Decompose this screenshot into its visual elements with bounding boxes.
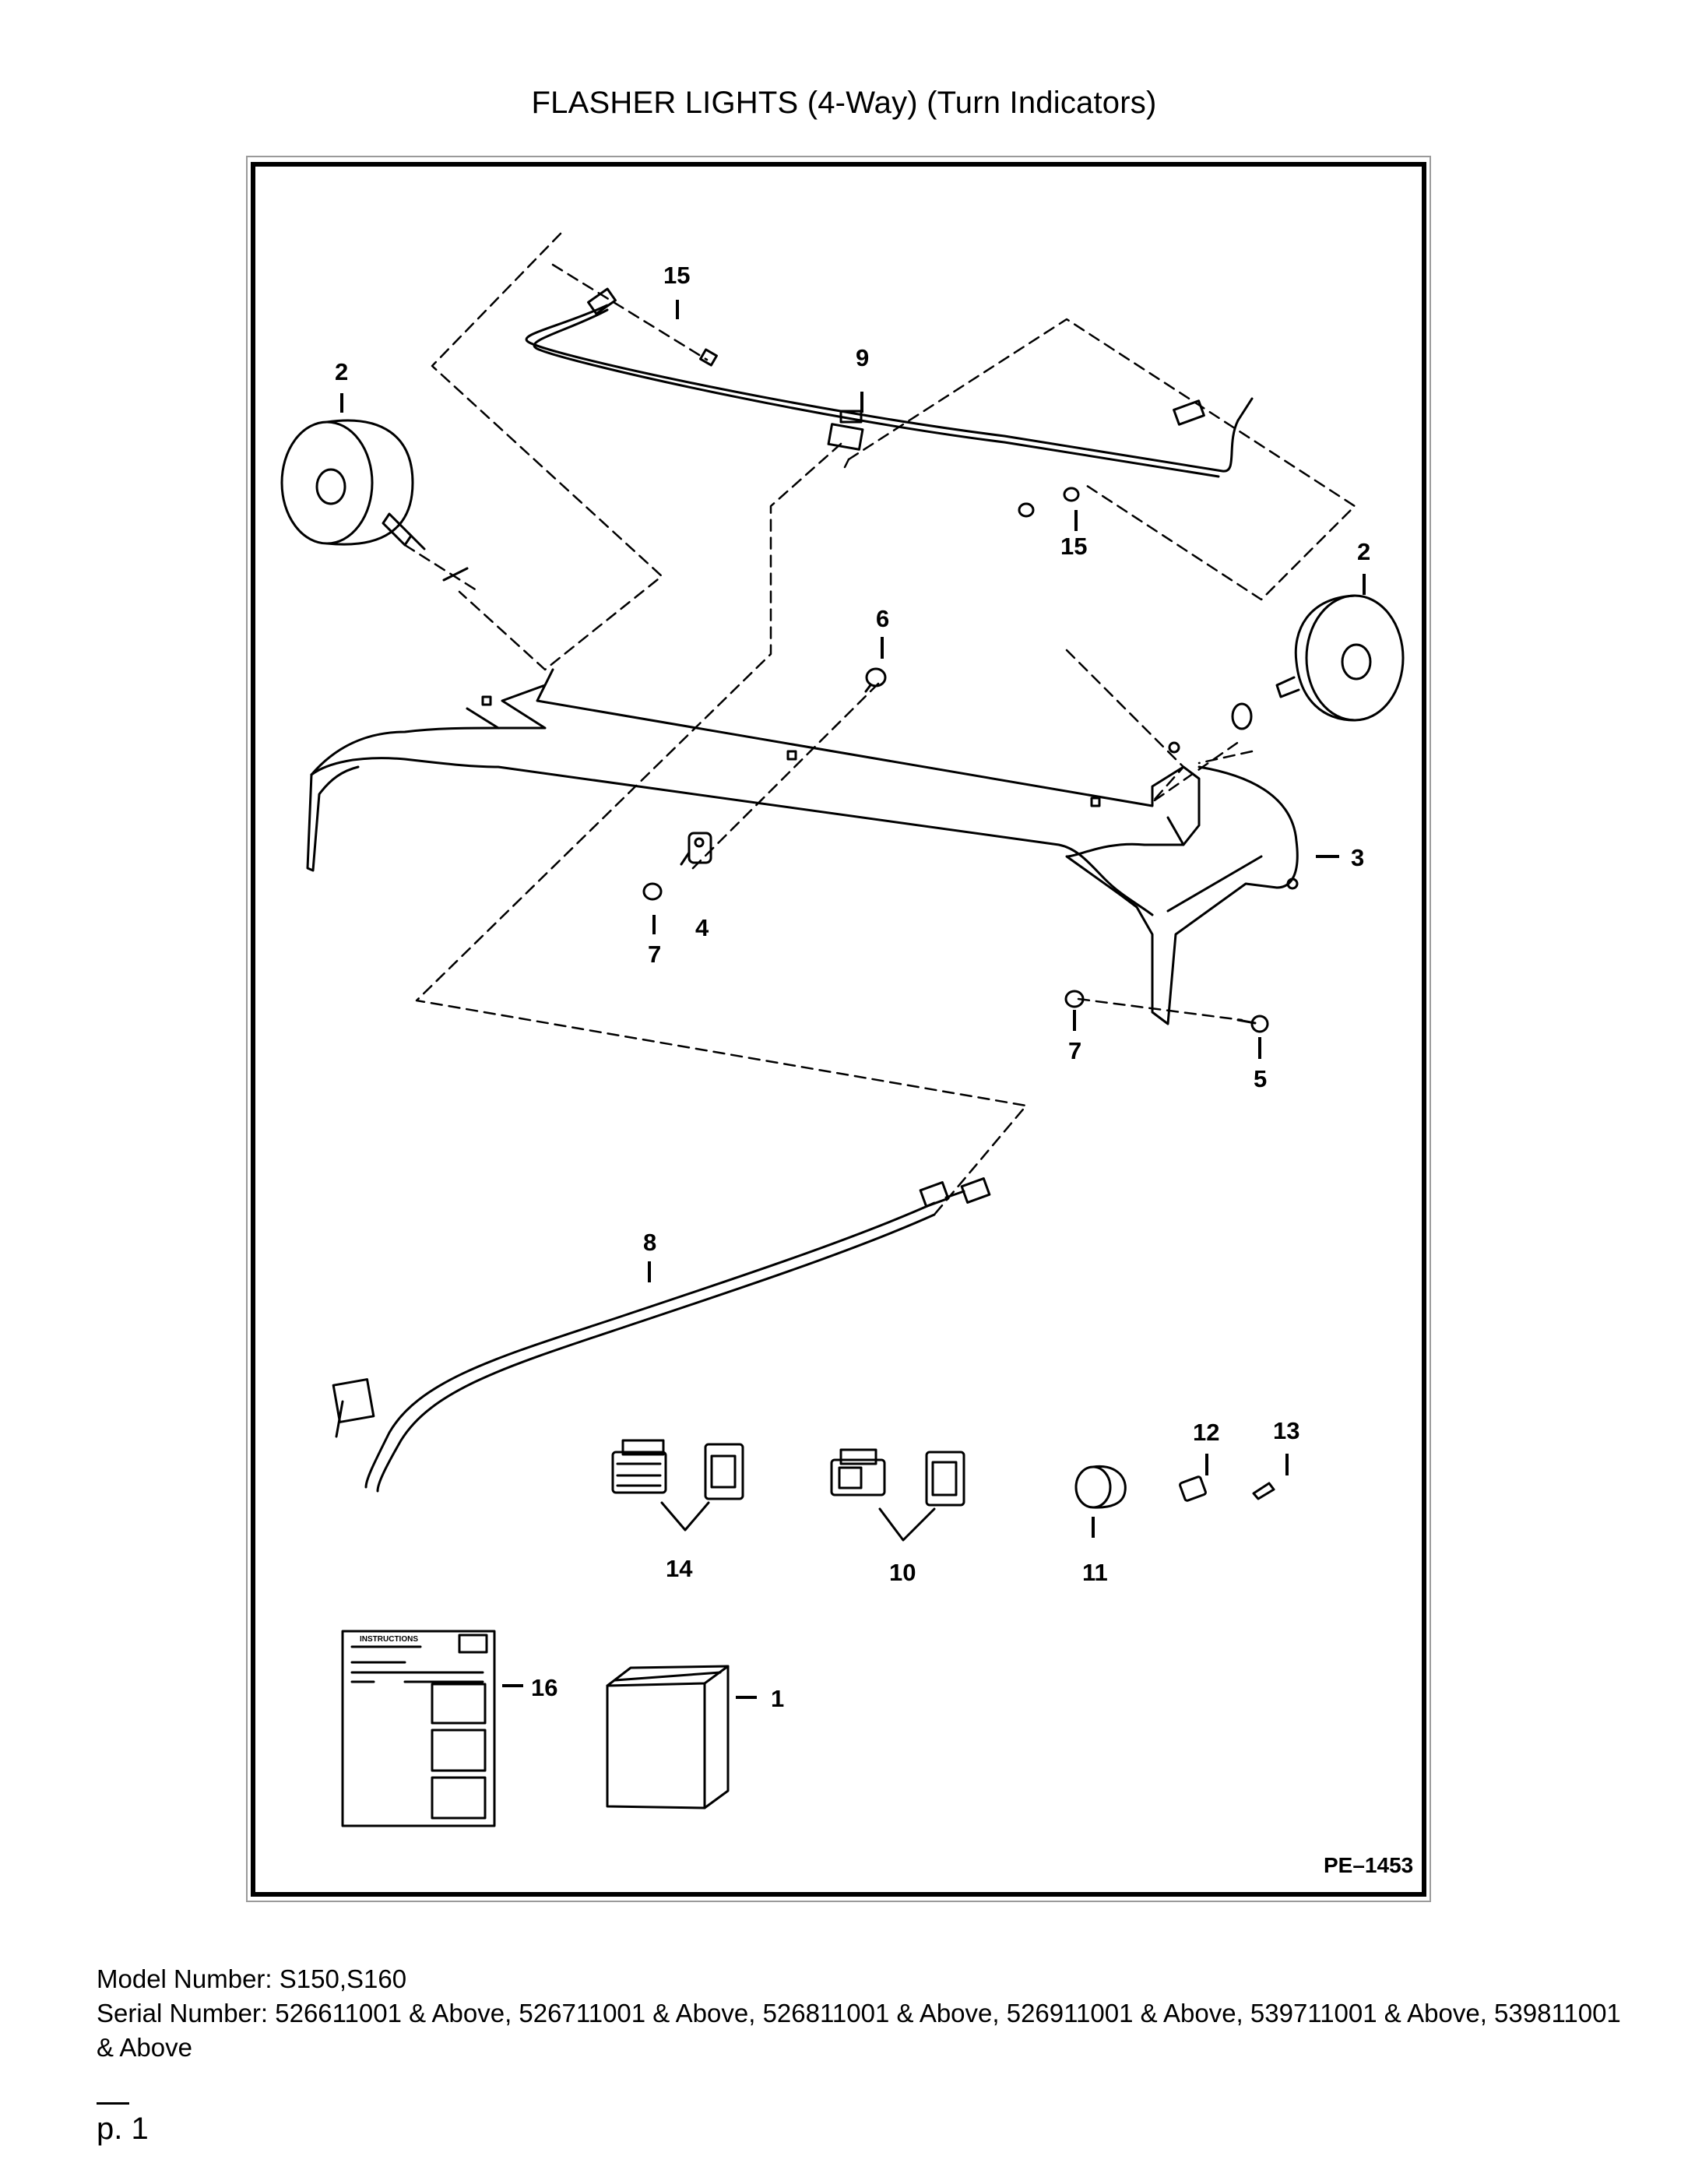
diagram-code: PE–1453	[1324, 1853, 1413, 1877]
hardware-clip-4	[680, 832, 712, 866]
terminal-13	[1252, 1482, 1275, 1500]
callout-2-left: 2	[335, 358, 348, 385]
flasher-light-left	[280, 419, 469, 582]
rocker-switch-10	[830, 1448, 965, 1542]
diagram-frame	[251, 162, 1426, 1897]
serial-number: Serial Number: 526611001 & Above, 526711…	[97, 1999, 1621, 2062]
fuse-12	[1179, 1475, 1207, 1502]
callout-9: 9	[856, 344, 869, 371]
callout-3: 3	[1351, 844, 1364, 871]
diagram-frame-outer	[246, 156, 1431, 1902]
callout-1: 1	[771, 1685, 784, 1712]
callout-6: 6	[876, 605, 889, 632]
callout-12: 12	[1193, 1419, 1219, 1446]
callout-10: 10	[889, 1559, 916, 1586]
hardware-nut-7a	[642, 882, 663, 901]
callout-13: 13	[1273, 1417, 1299, 1444]
flasher-unit-11	[1074, 1465, 1127, 1509]
lower-harness	[332, 1177, 991, 1493]
mounting-bar	[306, 668, 1299, 1025]
page-title: FLASHER LIGHTS (4-Way) (Turn Indicators)	[531, 86, 1157, 120]
callout-15-top: 15	[663, 262, 690, 289]
kit-box-1	[606, 1665, 730, 1809]
callout-14: 14	[666, 1555, 693, 1582]
instructions-label: INSTRUCTIONS	[360, 1635, 418, 1644]
page-number: p. 1	[97, 2112, 149, 2146]
hardware-15a	[699, 348, 718, 367]
callout-labels: 15 9 2 15 2 6 3 4 7 7 5 8 12 13 14 10 11…	[335, 262, 1370, 1712]
hardware-nut-7b	[1064, 990, 1085, 1008]
callout-leaders	[340, 300, 1366, 1699]
callout-8: 8	[643, 1229, 656, 1256]
hardware-bolt-5	[1236, 1015, 1269, 1033]
callout-16: 16	[531, 1674, 557, 1701]
callout-7-left: 7	[648, 941, 661, 968]
model-number: Model Number: S150,S160	[97, 1964, 407, 1993]
callout-5: 5	[1254, 1065, 1267, 1092]
hardware-15b	[1018, 487, 1080, 518]
hardware-bolt-6	[864, 667, 887, 693]
main-harness	[525, 287, 1254, 478]
rocker-switch-14	[611, 1439, 744, 1532]
callout-11: 11	[1082, 1559, 1108, 1586]
callout-15-right: 15	[1060, 533, 1087, 560]
flasher-light-right	[1231, 594, 1405, 730]
callout-2-right: 2	[1357, 538, 1370, 565]
page-divider	[97, 2102, 129, 2105]
callout-7-right: 7	[1068, 1037, 1081, 1064]
callout-4: 4	[695, 914, 709, 941]
instructions-sheet-16	[341, 1630, 496, 1827]
assembly-guide-lines	[403, 232, 1356, 1216]
